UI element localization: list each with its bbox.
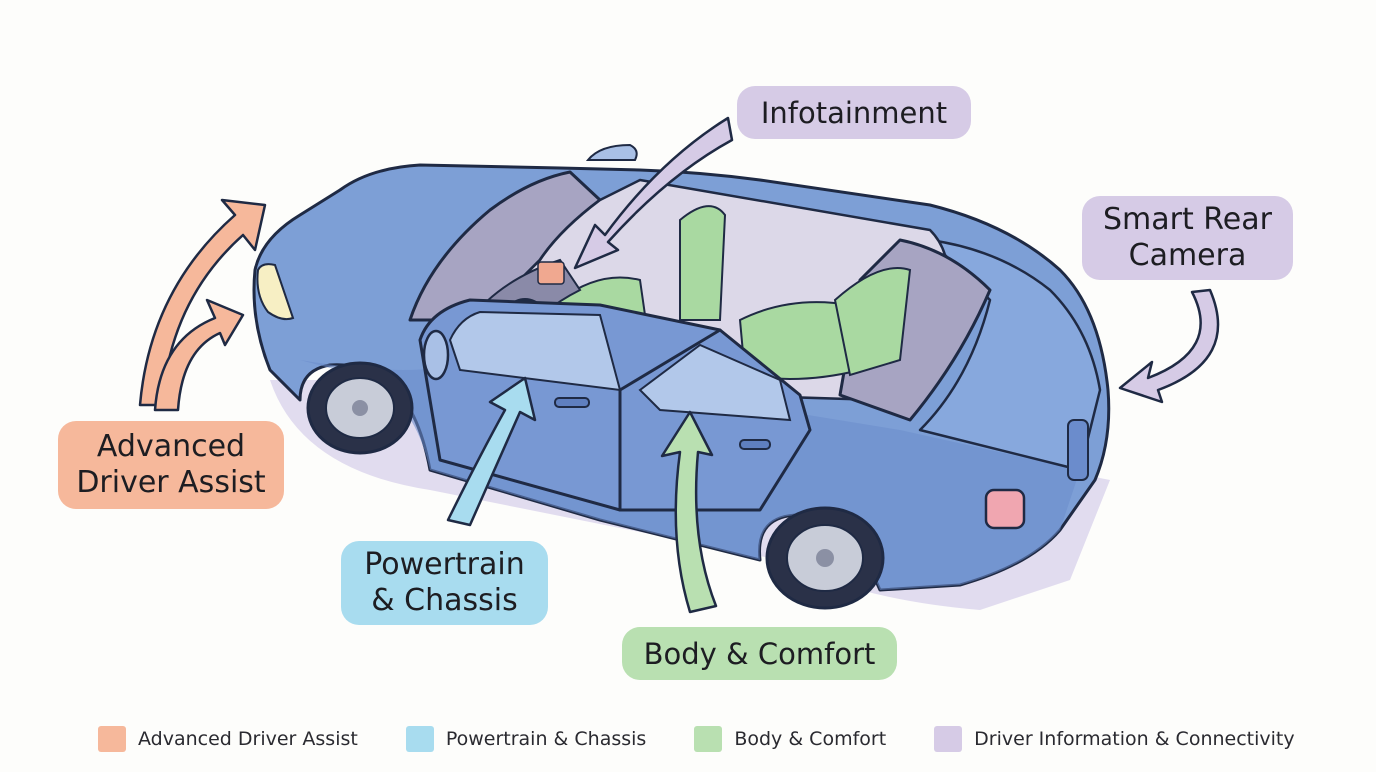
side-mirror xyxy=(422,329,450,381)
door-handle-rear xyxy=(739,439,771,450)
legend-item-driver-info: Driver Information & Connectivity xyxy=(934,726,1295,752)
arrow-powertrain xyxy=(446,376,537,527)
infotainment-label-text: Infotainment xyxy=(760,95,948,130)
arrow-adas-lower xyxy=(153,298,245,412)
powertrain-chassis-label: Powertrain & Chassis xyxy=(341,541,548,625)
front-door-window xyxy=(448,310,622,392)
legend-label: Powertrain & Chassis xyxy=(445,728,647,750)
rear-door-window xyxy=(638,343,792,422)
front-wheel xyxy=(306,361,414,455)
arrow-adas-upper xyxy=(138,198,267,407)
camera-label-line-2: Camera xyxy=(1128,238,1247,273)
taillight xyxy=(984,488,1026,530)
front-seat-back xyxy=(679,205,727,321)
powertrain-label-line-1: Powertrain xyxy=(364,547,525,582)
advanced-driver-assist-label: Advanced Driver Assist xyxy=(58,421,284,509)
body-comfort-label: Body & Comfort xyxy=(622,627,897,680)
legend-swatch xyxy=(98,726,126,752)
rear-seat-back xyxy=(833,267,912,377)
door-handle-front xyxy=(554,397,590,408)
powertrain-label-line-2: & Chassis xyxy=(371,583,518,618)
legend-swatch xyxy=(694,726,723,752)
legend-label: Driver Information & Connectivity xyxy=(974,728,1295,750)
legend-item-powertrain: Powertrain & Chassis xyxy=(405,726,647,752)
camera-label-line-1: Smart Rear xyxy=(1103,202,1272,237)
roof-antenna xyxy=(585,143,638,161)
car-trunk xyxy=(918,238,1102,472)
arrow-body xyxy=(660,410,718,614)
headlight xyxy=(256,263,295,321)
arrow-infotainment xyxy=(573,116,734,270)
smart-rear-camera-label: Smart Rear Camera xyxy=(1082,196,1293,280)
infotainment-screen xyxy=(537,261,565,285)
adas-label-line-1: Advanced xyxy=(96,429,246,464)
legend-label: Body & Comfort xyxy=(734,728,887,750)
adas-label-line-2: Driver Assist xyxy=(76,465,266,500)
legend: Advanced Driver Assist Powertrain & Chas… xyxy=(98,722,1318,756)
infotainment-label: Infotainment xyxy=(737,86,971,139)
rear-reflector xyxy=(1067,419,1089,481)
legend-item-adas: Advanced Driver Assist xyxy=(98,726,358,752)
rear-wheel xyxy=(765,506,885,610)
legend-swatch xyxy=(934,726,963,752)
legend-item-body: Body & Comfort xyxy=(694,726,886,752)
legend-swatch xyxy=(405,726,434,752)
arrow-camera xyxy=(1118,288,1220,404)
body-label-text: Body & Comfort xyxy=(643,636,876,671)
legend-label: Advanced Driver Assist xyxy=(138,728,358,750)
